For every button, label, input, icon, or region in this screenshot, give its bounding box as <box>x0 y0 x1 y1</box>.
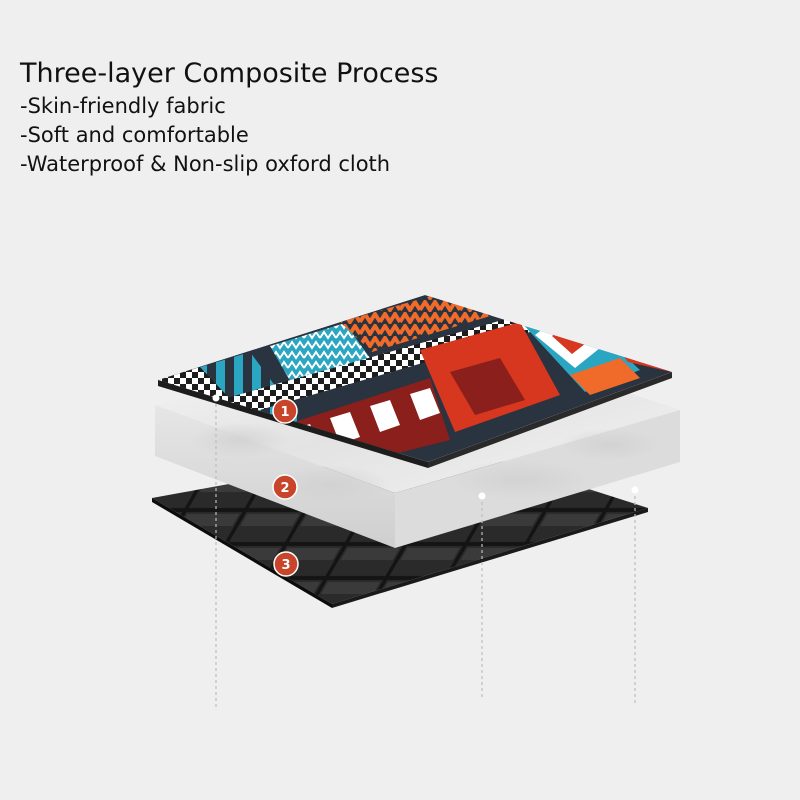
callout-dots <box>212 394 639 500</box>
callout-lines <box>215 398 636 710</box>
layer-3-number: 3 <box>281 558 290 573</box>
layer-2-number: 2 <box>280 481 289 496</box>
layer-2-badge: 2 <box>272 474 298 500</box>
layer-3-badge: 3 <box>273 551 299 577</box>
page-title: Three-layer Composite Process <box>20 58 439 89</box>
header: Three-layer Composite Process -Skin-frie… <box>20 56 720 179</box>
layer-1-number: 1 <box>280 405 289 420</box>
feature-waterproof: -Waterproof & Non-slip oxford cloth <box>20 152 391 176</box>
feature-soft-comfortable: -Soft and comfortable <box>20 123 249 147</box>
feature-skin-friendly: -Skin-friendly fabric <box>20 94 226 118</box>
layer-1-badge: 1 <box>272 398 298 424</box>
